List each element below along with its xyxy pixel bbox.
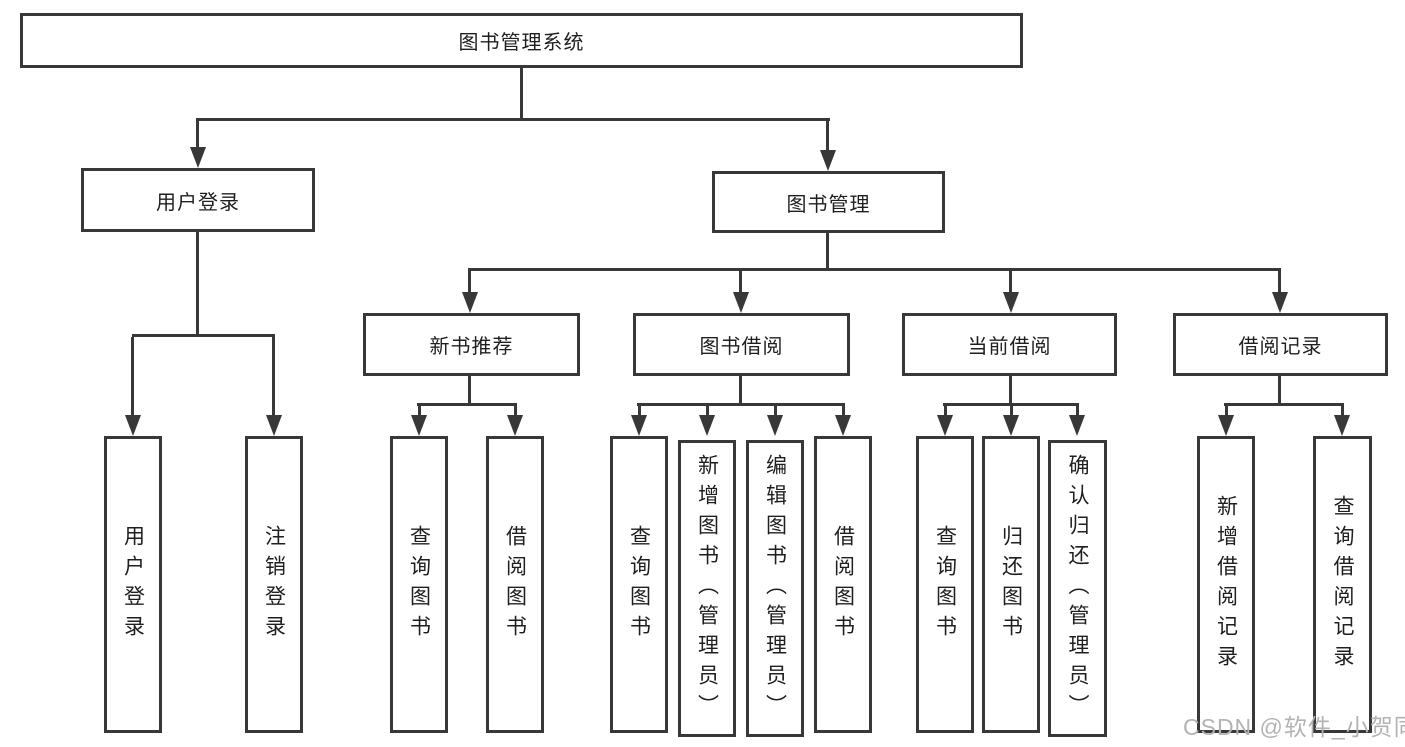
- connector-line: [826, 121, 829, 152]
- connector-line: [944, 406, 947, 416]
- node-user-login: 用户登录: [81, 168, 315, 232]
- connector-line: [418, 406, 421, 416]
- arrow-down-icon: [631, 415, 647, 436]
- connector-line: [1009, 376, 1012, 404]
- node-book-borrowing: 图书借阅: [633, 313, 850, 376]
- arrow-down-icon: [1272, 292, 1288, 313]
- leaf-label: 查询图书: [933, 524, 957, 645]
- connector-line: [826, 233, 829, 268]
- leaf-label: 查询图书: [627, 524, 651, 645]
- leaf-query-books-current: 查询图书: [916, 436, 974, 733]
- arrow-down-icon: [733, 292, 749, 313]
- connector-line: [1278, 271, 1281, 293]
- node-book-management: 图书管理: [712, 171, 945, 233]
- leaf-label: 新增借阅记录: [1214, 494, 1238, 675]
- node-borrowing-records: 借阅记录: [1173, 313, 1388, 376]
- arrow-down-icon: [462, 292, 478, 313]
- arrow-down-icon: [1003, 292, 1019, 313]
- leaf-borrow-books-recommend: 借阅图书: [486, 436, 544, 733]
- leaf-label: 归还图书: [999, 524, 1023, 645]
- arrow-down-icon: [835, 415, 851, 436]
- leaf-label: 借阅图书: [503, 524, 527, 645]
- leaf-borrow-books-borrowing: 借阅图书: [814, 436, 872, 733]
- leaf-edit-book-admin: 编辑图书（管理员）: [746, 440, 804, 737]
- connector-line: [520, 68, 523, 118]
- connector-line: [514, 406, 517, 416]
- leaf-label: 新增图书（管理员）: [695, 453, 719, 724]
- connector-line: [196, 121, 199, 149]
- connector-line: [1076, 406, 1079, 416]
- arrow-down-icon: [820, 150, 836, 171]
- connector-line: [774, 406, 777, 416]
- arrow-down-icon: [1334, 415, 1350, 436]
- connector-line: [638, 406, 641, 416]
- leaf-label: 注销登录: [262, 524, 286, 645]
- arrow-down-icon: [937, 415, 953, 436]
- leaf-label: 编辑图书（管理员）: [763, 453, 787, 724]
- leaf-add-book-admin: 新增图书（管理员）: [678, 440, 736, 737]
- connector-line: [272, 337, 275, 416]
- arrow-down-icon: [266, 415, 282, 436]
- connector-line: [468, 376, 471, 404]
- arrow-down-icon: [767, 415, 783, 436]
- watermark: CSDN @软件_小贺同学: [1183, 714, 1405, 740]
- connector-line: [1225, 406, 1228, 416]
- leaf-label: 查询图书: [407, 524, 431, 645]
- leaf-query-borrow-record: 查询借阅记录: [1313, 436, 1372, 733]
- arrow-down-icon: [190, 147, 206, 168]
- arrow-down-icon: [1003, 415, 1019, 436]
- leaf-label: 查询借阅记录: [1331, 494, 1354, 675]
- connector-line: [706, 406, 709, 416]
- connector-line: [1341, 406, 1344, 416]
- connector-line: [1010, 406, 1013, 416]
- leaf-return-book: 归还图书: [982, 436, 1040, 733]
- leaf-user-login: 用户登录: [104, 436, 162, 733]
- connector-line: [131, 337, 134, 416]
- connector-line: [468, 271, 471, 293]
- node-current-borrowing: 当前借阅: [902, 313, 1117, 376]
- leaf-query-books-borrowing: 查询图书: [610, 436, 668, 733]
- connector-line: [637, 403, 845, 406]
- connector-line: [739, 271, 742, 293]
- connector-line: [417, 403, 517, 406]
- connector-line: [1009, 271, 1012, 293]
- connector-line: [842, 406, 845, 416]
- leaf-query-books-recommend: 查询图书: [390, 436, 448, 733]
- node-new-book-recommendation: 新书推荐: [363, 313, 580, 376]
- leaf-label: 确认归还（管理员）: [1066, 453, 1089, 724]
- connector-line: [196, 118, 830, 121]
- leaf-label: 借阅图书: [831, 524, 855, 645]
- connector-line: [196, 232, 199, 334]
- arrow-down-icon: [125, 415, 141, 436]
- leaf-logout: 注销登录: [245, 436, 303, 733]
- arrow-down-icon: [699, 415, 715, 436]
- connector-line: [739, 376, 742, 404]
- connector-line: [943, 403, 1079, 406]
- connector-line: [468, 268, 1281, 271]
- leaf-add-borrow-record: 新增借阅记录: [1197, 436, 1255, 733]
- node-library-system-root: 图书管理系统: [20, 13, 1023, 68]
- arrow-down-icon: [1069, 415, 1085, 436]
- connector-line: [132, 334, 275, 337]
- arrow-down-icon: [507, 415, 523, 436]
- leaf-confirm-return-admin: 确认归还（管理员）: [1048, 440, 1107, 737]
- arrow-down-icon: [1218, 415, 1234, 436]
- connector-line: [1224, 403, 1344, 406]
- arrow-down-icon: [411, 415, 427, 436]
- leaf-label: 用户登录: [121, 524, 145, 645]
- connector-line: [1278, 376, 1281, 404]
